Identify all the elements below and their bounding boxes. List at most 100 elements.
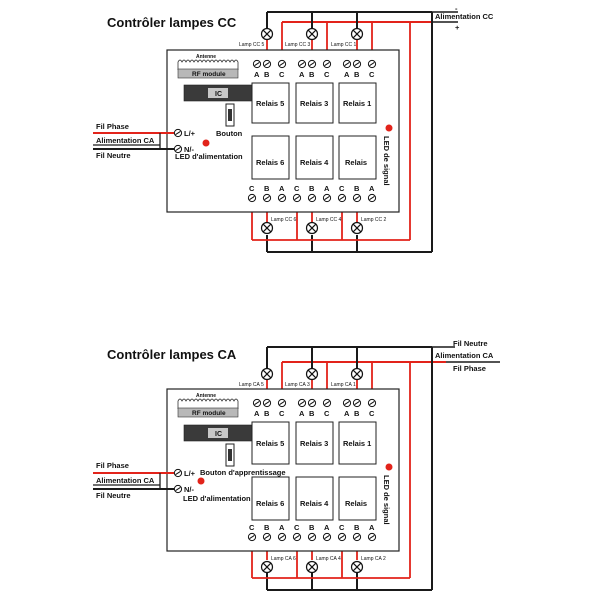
signal-led-label: LED de signal [382, 136, 391, 186]
lamp-icon [350, 221, 364, 235]
lamp-label: Lamp CC 2 [361, 217, 387, 223]
terminal-label: B [309, 523, 315, 532]
terminal-label: A [324, 184, 330, 193]
terminal-label: B [354, 409, 360, 418]
supply-phase-label: Fil Phase [453, 364, 486, 373]
input-n-label: N/- [184, 485, 195, 494]
terminal-label: A [369, 184, 375, 193]
terminal-label: C [339, 184, 345, 193]
terminal-label: A [254, 70, 260, 79]
terminal-label: A [324, 523, 330, 532]
terminal-label: B [264, 184, 270, 193]
relay [338, 421, 377, 465]
terminal-label: C [249, 523, 255, 532]
terminal-label: C [369, 409, 375, 418]
fil-phase-label: Fil Phase [96, 461, 129, 470]
input-l-label: L/+ [184, 469, 196, 478]
relay [338, 135, 377, 180]
relay-label: Relais 6 [256, 158, 284, 167]
lamp-icon [350, 560, 364, 574]
terminal-label: B [309, 409, 315, 418]
terminal-label: B [354, 70, 360, 79]
terminal-label: A [254, 409, 260, 418]
lamp-label: Lamp CA 1 [331, 382, 356, 388]
antenna-icon [177, 59, 239, 70]
power-led-label: LED d'alimentation [183, 494, 251, 503]
terminal-label: C [339, 523, 345, 532]
diagram-title: Contrôler lampes CA [107, 347, 237, 362]
input-terminal [173, 468, 183, 478]
relay-label: Relais 4 [300, 499, 329, 508]
terminal-label: B [354, 523, 360, 532]
lamp-label: Lamp CC 3 [285, 42, 311, 48]
signal-led [385, 463, 393, 471]
input-terminal [173, 128, 183, 138]
bottom-terminals [247, 532, 377, 542]
relay-label: Relais [345, 499, 367, 508]
ic-label: IC [215, 91, 222, 98]
fil-neutre-label: Fil Neutre [96, 491, 131, 500]
lamp-icon [260, 367, 274, 381]
supply-neutral-label: Fil Neutre [453, 339, 488, 348]
terminal-label: C [279, 70, 285, 79]
terminal-label: B [264, 409, 270, 418]
relay [295, 135, 334, 180]
rf-module-label: RF module [192, 410, 226, 417]
relay-label: Relais 3 [300, 99, 328, 108]
relay [251, 421, 290, 465]
relay [295, 421, 334, 465]
lamp-icon [305, 560, 319, 574]
lamp-icon [350, 27, 364, 41]
relay-label: Relais 3 [300, 439, 328, 448]
lamp-icon [260, 221, 274, 235]
lamp-label: Lamp CA 6 [271, 556, 296, 562]
terminal-label: B [264, 523, 270, 532]
power-led-label: LED d'alimentation [175, 152, 243, 161]
relay [295, 476, 334, 521]
input-supply-label: Alimentation CA [96, 136, 155, 145]
terminal-label: A [279, 184, 285, 193]
diagram-ca: Contrôler lampes CA Fil Neutre Alimentat… [93, 339, 500, 591]
antenna-label: Antenne [196, 54, 216, 60]
antenna-label: Antenne [196, 393, 216, 399]
diagram-cc: Contrôler lampes CC Alimentation CC - + [93, 4, 494, 253]
ic-label: IC [215, 431, 222, 438]
lamp-label: Lamp CA 5 [239, 382, 264, 388]
terminal-label: C [249, 184, 255, 193]
relay-label: Relais 1 [343, 439, 371, 448]
terminal-label: C [279, 409, 285, 418]
button-label: Bouton [216, 129, 243, 138]
relay [295, 82, 334, 124]
terminal-label: C [294, 184, 300, 193]
rf-module [177, 68, 239, 79]
terminal-label: C [294, 523, 300, 532]
terminal-label: B [264, 70, 270, 79]
terminal-label: A [369, 523, 375, 532]
relay [338, 476, 377, 521]
rf-module-label: RF module [192, 71, 226, 78]
terminal-label: C [369, 70, 375, 79]
input-terminal [173, 144, 183, 154]
input-supply-label: Alimentation CA [96, 476, 155, 485]
lamp-label: Lamp CA 4 [316, 556, 341, 562]
terminal-label: A [279, 523, 285, 532]
terminal-label: A [299, 409, 305, 418]
lamp-label: Lamp CA 2 [361, 556, 386, 562]
lamp-icon [350, 367, 364, 381]
supply-label: Alimentation CA [435, 351, 494, 360]
relay-label: Relais 4 [300, 158, 329, 167]
lamp-icon [260, 27, 274, 41]
supply-minus: - [455, 4, 458, 13]
relay [251, 476, 290, 521]
supply-label: Alimentation CC [435, 12, 494, 21]
terminal-label: A [344, 409, 350, 418]
fil-phase-label: Fil Phase [96, 122, 129, 131]
relay-label: Relais 5 [256, 439, 284, 448]
terminal-label: B [309, 184, 315, 193]
relay-label: Relais 1 [343, 99, 371, 108]
button-label: Bouton d'apprentissage [200, 468, 286, 477]
relay-label: Relais 5 [256, 99, 284, 108]
lamp-label: Lamp CC 1 [331, 42, 357, 48]
terminal-label: A [344, 70, 350, 79]
